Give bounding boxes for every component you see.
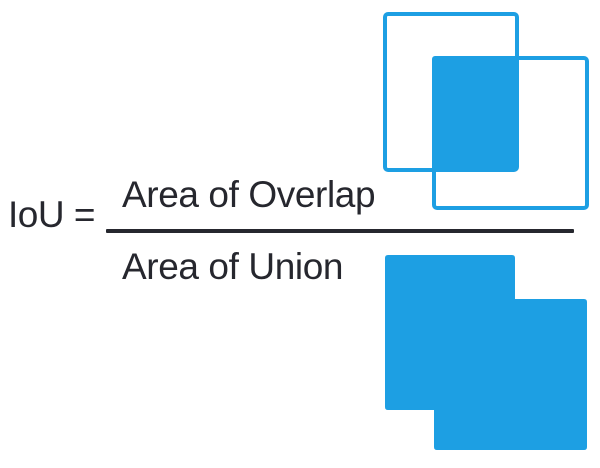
fraction-numerator: Area of Overlap bbox=[122, 174, 376, 215]
overlap-diagram bbox=[375, 4, 595, 216]
union-diagram bbox=[375, 248, 595, 460]
iou-label: IoU = bbox=[8, 194, 95, 235]
fraction-denominator: Area of Union bbox=[122, 246, 344, 287]
union-fill bbox=[385, 255, 587, 450]
fraction-bar bbox=[106, 229, 574, 233]
fraction: Area of Overlap Area of Union bbox=[106, 170, 576, 295]
overlap-intersection-fill bbox=[432, 56, 517, 170]
iou-formula: IoU = Area of Overlap Area of Union bbox=[0, 170, 580, 295]
